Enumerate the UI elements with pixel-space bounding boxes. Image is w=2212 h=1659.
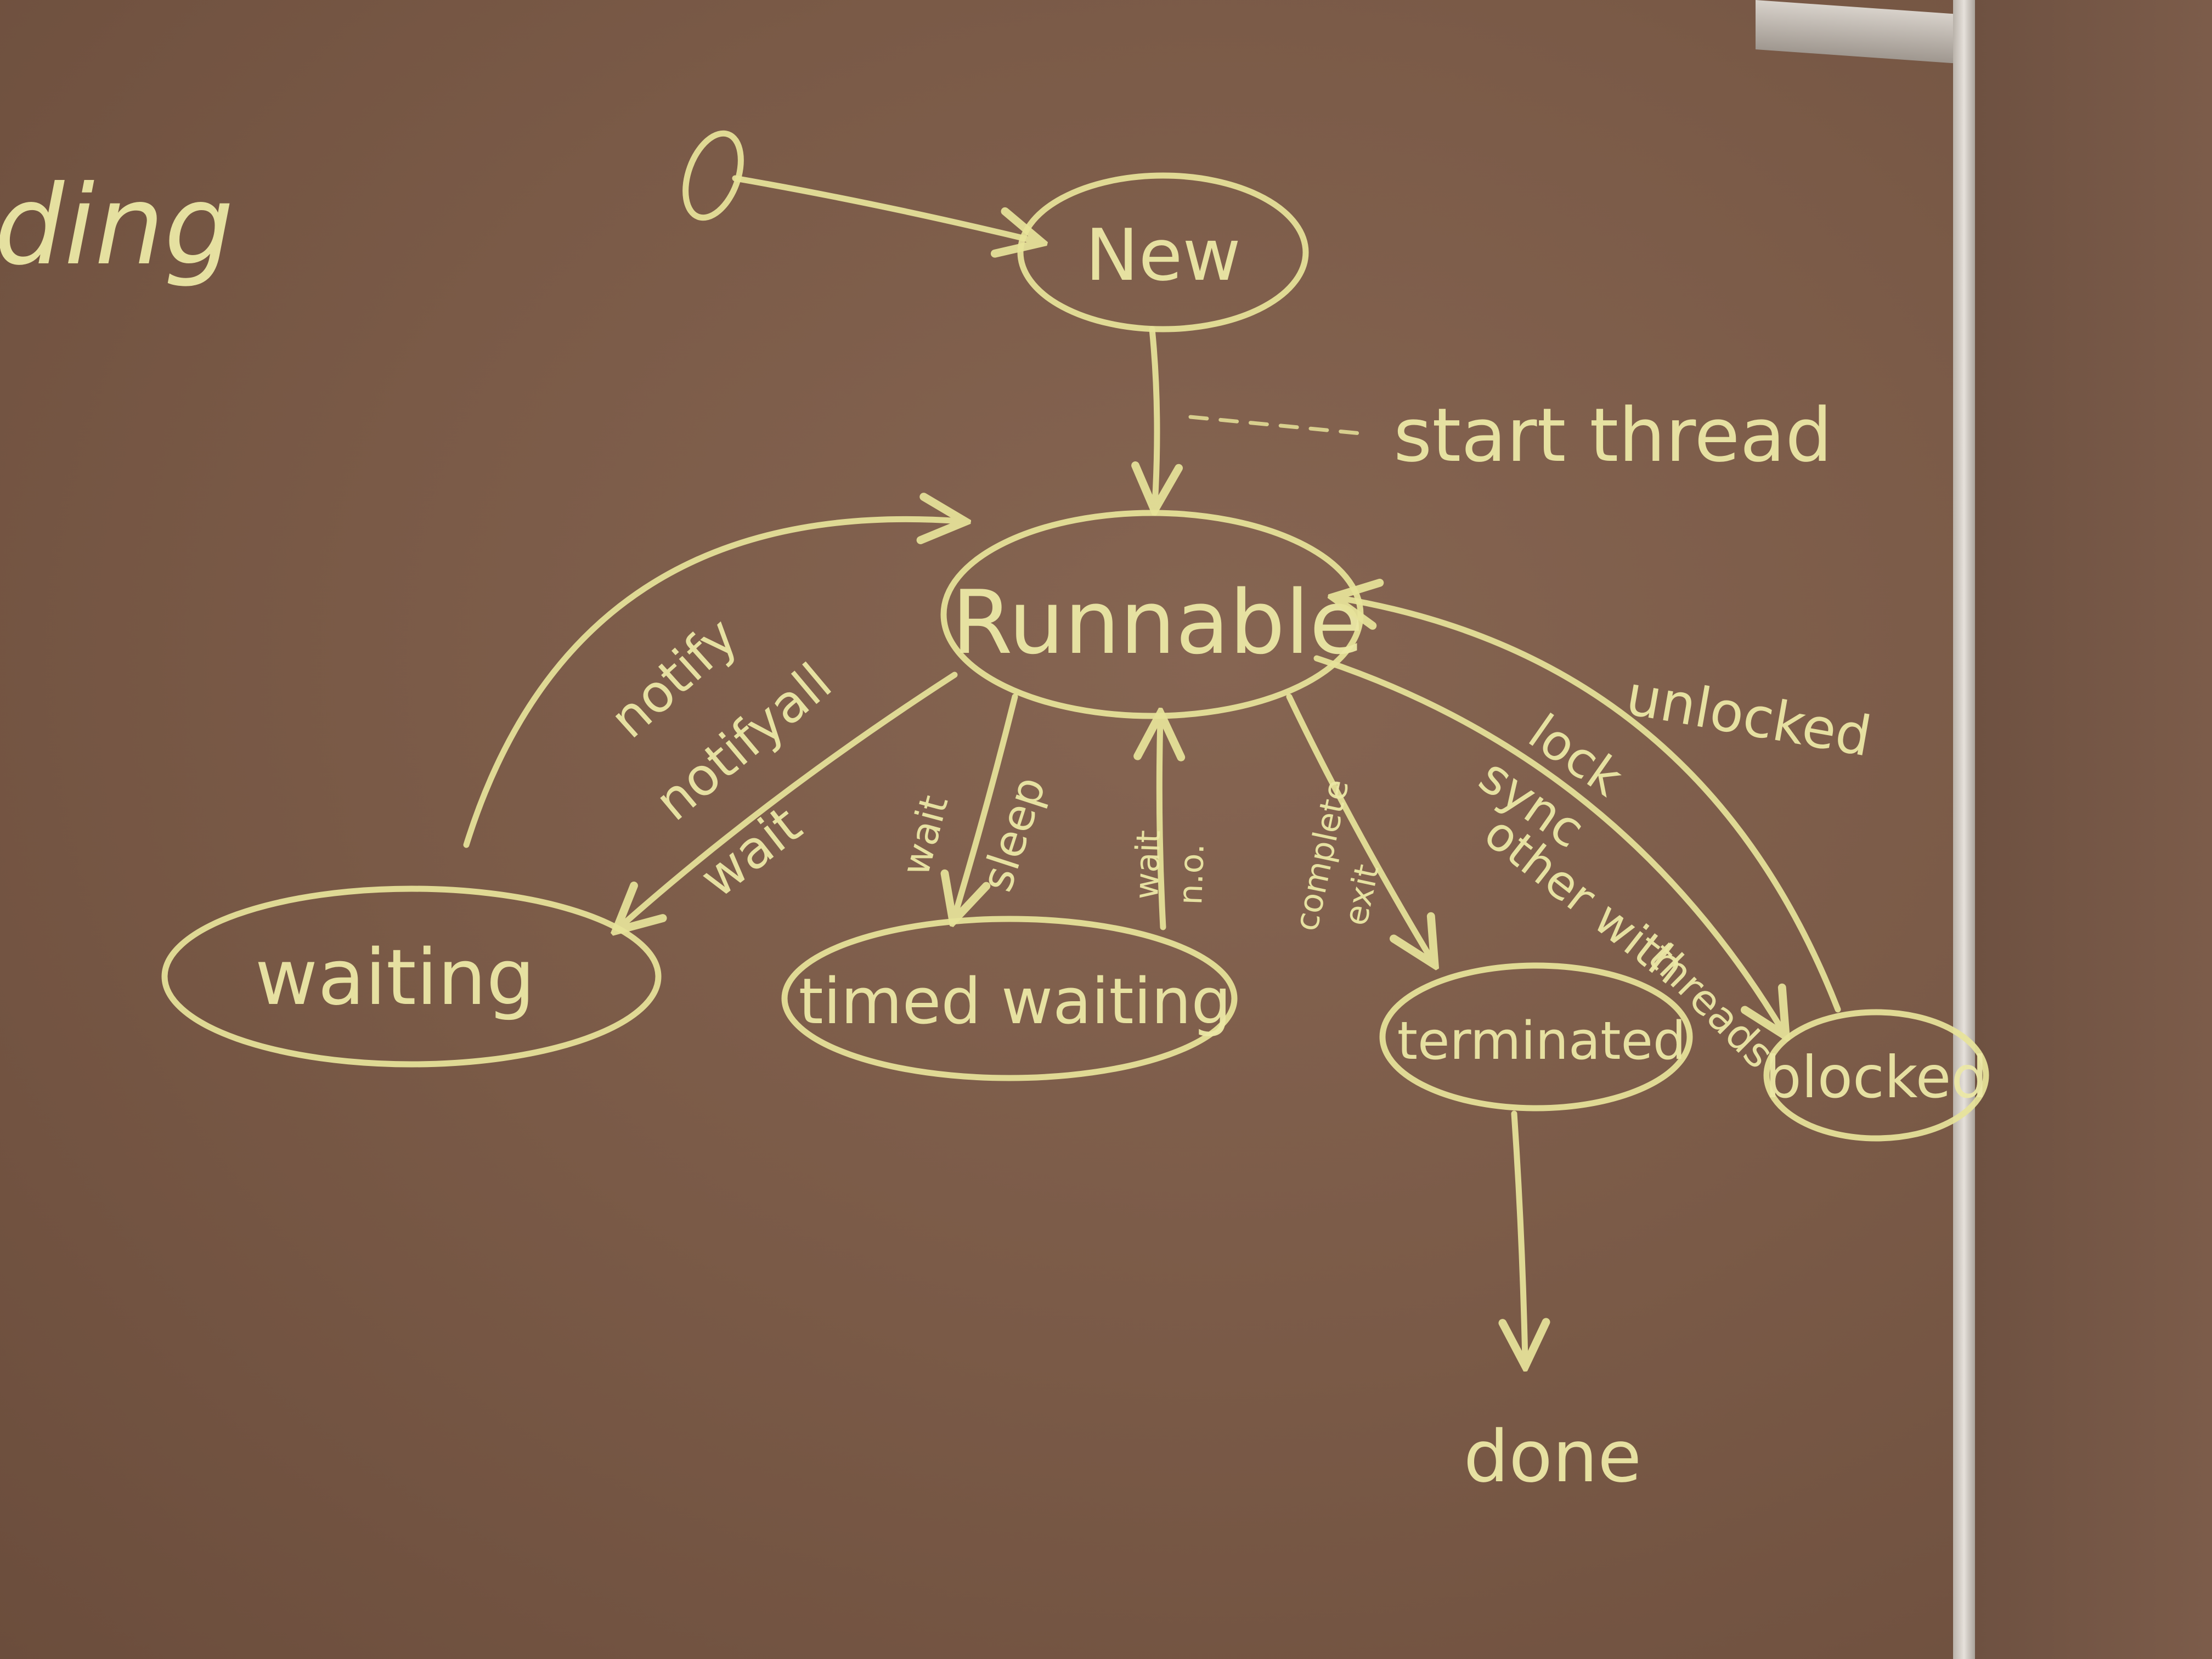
state-terminated bbox=[1379, 962, 1693, 1111]
state-runnable-label: Runnable bbox=[952, 571, 1364, 674]
arrow-new-to-runnable bbox=[1152, 326, 1157, 505]
label-wake-1: wait bbox=[1127, 830, 1168, 900]
arrow-runnable-to-blocked bbox=[1313, 655, 1783, 1031]
state-timed-waiting-label: timed waiting bbox=[799, 965, 1232, 1039]
state-blocked bbox=[1763, 1009, 1989, 1142]
arrow-runnable-to-terminated bbox=[1286, 693, 1432, 960]
state-blocked-label: blocked bbox=[1765, 1044, 1988, 1111]
label-wait: wait bbox=[689, 795, 812, 910]
label-sleep: sleep bbox=[971, 770, 1056, 897]
state-timed-waiting bbox=[781, 916, 1238, 1081]
initial-state-dot bbox=[682, 130, 744, 221]
state-waiting-label: waiting bbox=[255, 933, 535, 1023]
adjacent-board-panel bbox=[1975, 0, 2212, 1659]
state-new bbox=[1017, 172, 1309, 332]
label-timed-wait: wait bbox=[893, 791, 957, 880]
board-divider-rail bbox=[1953, 0, 1975, 1659]
arrow-initial-to-new bbox=[732, 175, 1037, 241]
arrow-runnable-to-timed-waiting bbox=[955, 693, 1018, 916]
arrow-runnable-to-waiting bbox=[620, 672, 958, 927]
label-unlocked: unlocked bbox=[1622, 663, 1876, 769]
heading-fragment: ding bbox=[0, 162, 234, 290]
arrow-blocked-to-runnable bbox=[1339, 598, 1841, 1013]
state-waiting bbox=[161, 885, 662, 1068]
state-done-label: done bbox=[1464, 1415, 1641, 1498]
label-start-thread: start thread bbox=[1393, 392, 1832, 478]
state-new-label: New bbox=[1085, 213, 1241, 297]
label-exit: exit bbox=[1336, 861, 1387, 929]
arrow-waiting-to-runnable bbox=[463, 519, 960, 848]
label-wake-2: n.o. bbox=[1171, 843, 1212, 905]
arrow-timed-waiting-to-runnable bbox=[1159, 719, 1163, 930]
state-terminated-label: terminated bbox=[1397, 1011, 1686, 1071]
start-thread-leader bbox=[1188, 415, 1363, 436]
arrow-terminated-to-done bbox=[1514, 1110, 1525, 1361]
